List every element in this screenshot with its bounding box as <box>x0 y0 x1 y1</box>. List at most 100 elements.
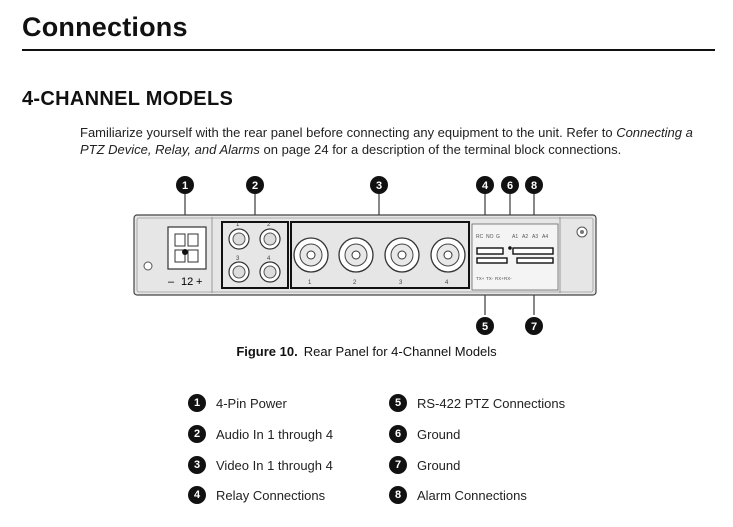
callout-badge-1 <box>176 176 194 194</box>
title-divider <box>22 49 715 51</box>
video-label-3: 3 <box>399 280 403 286</box>
ptz-terminal-strip <box>476 257 508 264</box>
power-pin <box>174 233 186 247</box>
legend-label: Audio In 1 through 4 <box>216 426 334 442</box>
callout-number-1: 1 <box>182 180 188 192</box>
callout-number-8: 8 <box>531 180 537 192</box>
legend-label: Ground <box>417 426 461 442</box>
terminal-label-a1: A1 <box>512 234 518 240</box>
callout-number-4: 4 <box>482 180 489 192</box>
power-pin <box>187 249 199 263</box>
power-plus-label: + <box>196 276 202 288</box>
page-title: Connections <box>22 12 188 42</box>
bnc-connectors <box>293 237 466 273</box>
intro-page-number: 24 <box>314 142 329 157</box>
legend-badge: 5 <box>389 394 407 412</box>
callout-badge-8 <box>525 176 543 194</box>
ground-terminal-strip <box>516 257 554 264</box>
callout-badge-6 <box>501 176 519 194</box>
mount-screw-right-center <box>580 230 584 234</box>
terminal-label-tx-minus: TX- <box>486 276 494 281</box>
legend-badge: 4 <box>188 486 206 504</box>
video-label-2: 2 <box>353 280 357 286</box>
terminal-label-rx-plus: RX+ <box>495 276 504 281</box>
legend-label: 4-Pin Power <box>216 395 287 411</box>
figure-caption: Figure 10. Rear Panel for 4-Channel Model… <box>0 344 733 359</box>
callout-badge-3 <box>370 176 388 194</box>
video-label-4: 4 <box>445 280 449 286</box>
legend-item: 3 Video In 1 through 4 <box>188 456 333 474</box>
terminal-label-a4: A4 <box>542 234 548 240</box>
terminal-label-tx-plus: TX+ <box>476 276 485 281</box>
legend-badge: 2 <box>188 425 206 443</box>
audio-label-4: 4 <box>267 256 271 262</box>
terminal-label-rx-minus: RX- <box>504 276 512 281</box>
audio-jack-1-inner <box>232 232 246 246</box>
ground-terminal-top <box>508 246 512 250</box>
legend-label: Ground <box>417 457 461 473</box>
legend-label: RS-422 PTZ Connections <box>417 395 566 411</box>
terminal-block-area <box>471 223 559 291</box>
bnc-connector-4-pin <box>443 250 453 260</box>
legend-item: 5 RS-422 PTZ Connections <box>389 394 565 412</box>
legend-badge: 7 <box>389 456 407 474</box>
callout-badges: 1 2 3 4 5 6 7 8 <box>176 176 543 335</box>
audio-label-3: 3 <box>236 256 240 262</box>
callout-badge-2 <box>246 176 264 194</box>
legend-label: Relay Connections <box>216 487 326 503</box>
power-connector <box>167 226 207 270</box>
callout-badge-7 <box>525 317 543 335</box>
mount-screw-left <box>143 261 153 271</box>
terminal-label-no: NO <box>486 234 494 240</box>
audio-jacks <box>228 228 281 283</box>
audio-jack-4-inner <box>263 265 277 279</box>
terminal-label-rc: RC <box>476 234 484 240</box>
callout-number-2: 2 <box>252 180 258 192</box>
video-label-1: 1 <box>308 280 312 286</box>
legend-item: 2 Audio In 1 through 4 <box>188 425 333 443</box>
power-pin <box>187 233 199 247</box>
legend-badge: 8 <box>389 486 407 504</box>
figure-number: Figure 10. <box>236 344 298 359</box>
power-pin <box>174 249 186 263</box>
legend-badge: 1 <box>188 394 206 412</box>
intro-link-text: Connecting a PTZ Device, Relay, and Alar… <box>80 125 693 157</box>
legend-label: Video In 1 through 4 <box>216 457 333 473</box>
legend-item: 1 4-Pin Power <box>188 394 287 412</box>
intro-paragraph: Familiarize yourself with the rear panel… <box>80 124 720 158</box>
callout-number-5: 5 <box>482 321 488 333</box>
audio-label-1: 1 <box>236 222 240 228</box>
chassis-inner-edge <box>136 217 594 293</box>
power-minus-label: – <box>168 276 175 288</box>
audio-jack-2-inner <box>263 232 277 246</box>
section-heading: 4-CHANNEL MODELS <box>22 88 234 110</box>
intro-page-before: on page <box>259 142 315 157</box>
legend-item: 7 Ground <box>389 456 460 474</box>
bnc-connector-1-pin <box>306 250 316 260</box>
alarm-terminal-strip <box>512 247 554 255</box>
legend-badge: 6 <box>389 425 407 443</box>
callout-number-6: 6 <box>507 180 513 192</box>
legend-label: Alarm Connections <box>417 487 527 503</box>
intro-text-before: Familiarize yourself with the rear panel… <box>80 125 617 140</box>
legend-item: 6 Ground <box>389 425 460 443</box>
callout-badge-4 <box>476 176 494 194</box>
callout-badge-5 <box>476 317 494 335</box>
audio-input-block <box>221 221 289 289</box>
audio-jack-3-inner <box>232 265 246 279</box>
legend-item: 4 Relay Connections <box>188 486 325 504</box>
legend-item: 8 Alarm Connections <box>389 486 527 504</box>
power-voltage-label: 12 <box>181 276 193 288</box>
rear-panel-figure: – 12 + 1 2 3 4 <box>0 170 733 370</box>
terminal-label-a2: A2 <box>522 234 528 240</box>
relay-terminal-strip <box>476 247 504 255</box>
video-input-block <box>290 221 470 289</box>
bnc-connector-2-pin <box>351 250 361 260</box>
bnc-connector-3-pin <box>397 250 407 260</box>
terminal-label-g: G <box>496 234 500 240</box>
rear-panel-illustration: – 12 + 1 2 3 4 <box>133 176 597 335</box>
callout-number-7: 7 <box>531 321 537 333</box>
figure-caption-text: Rear Panel for 4-Channel Models <box>303 344 497 359</box>
power-callout-dot <box>182 249 188 255</box>
callout-number-3: 3 <box>376 180 382 192</box>
